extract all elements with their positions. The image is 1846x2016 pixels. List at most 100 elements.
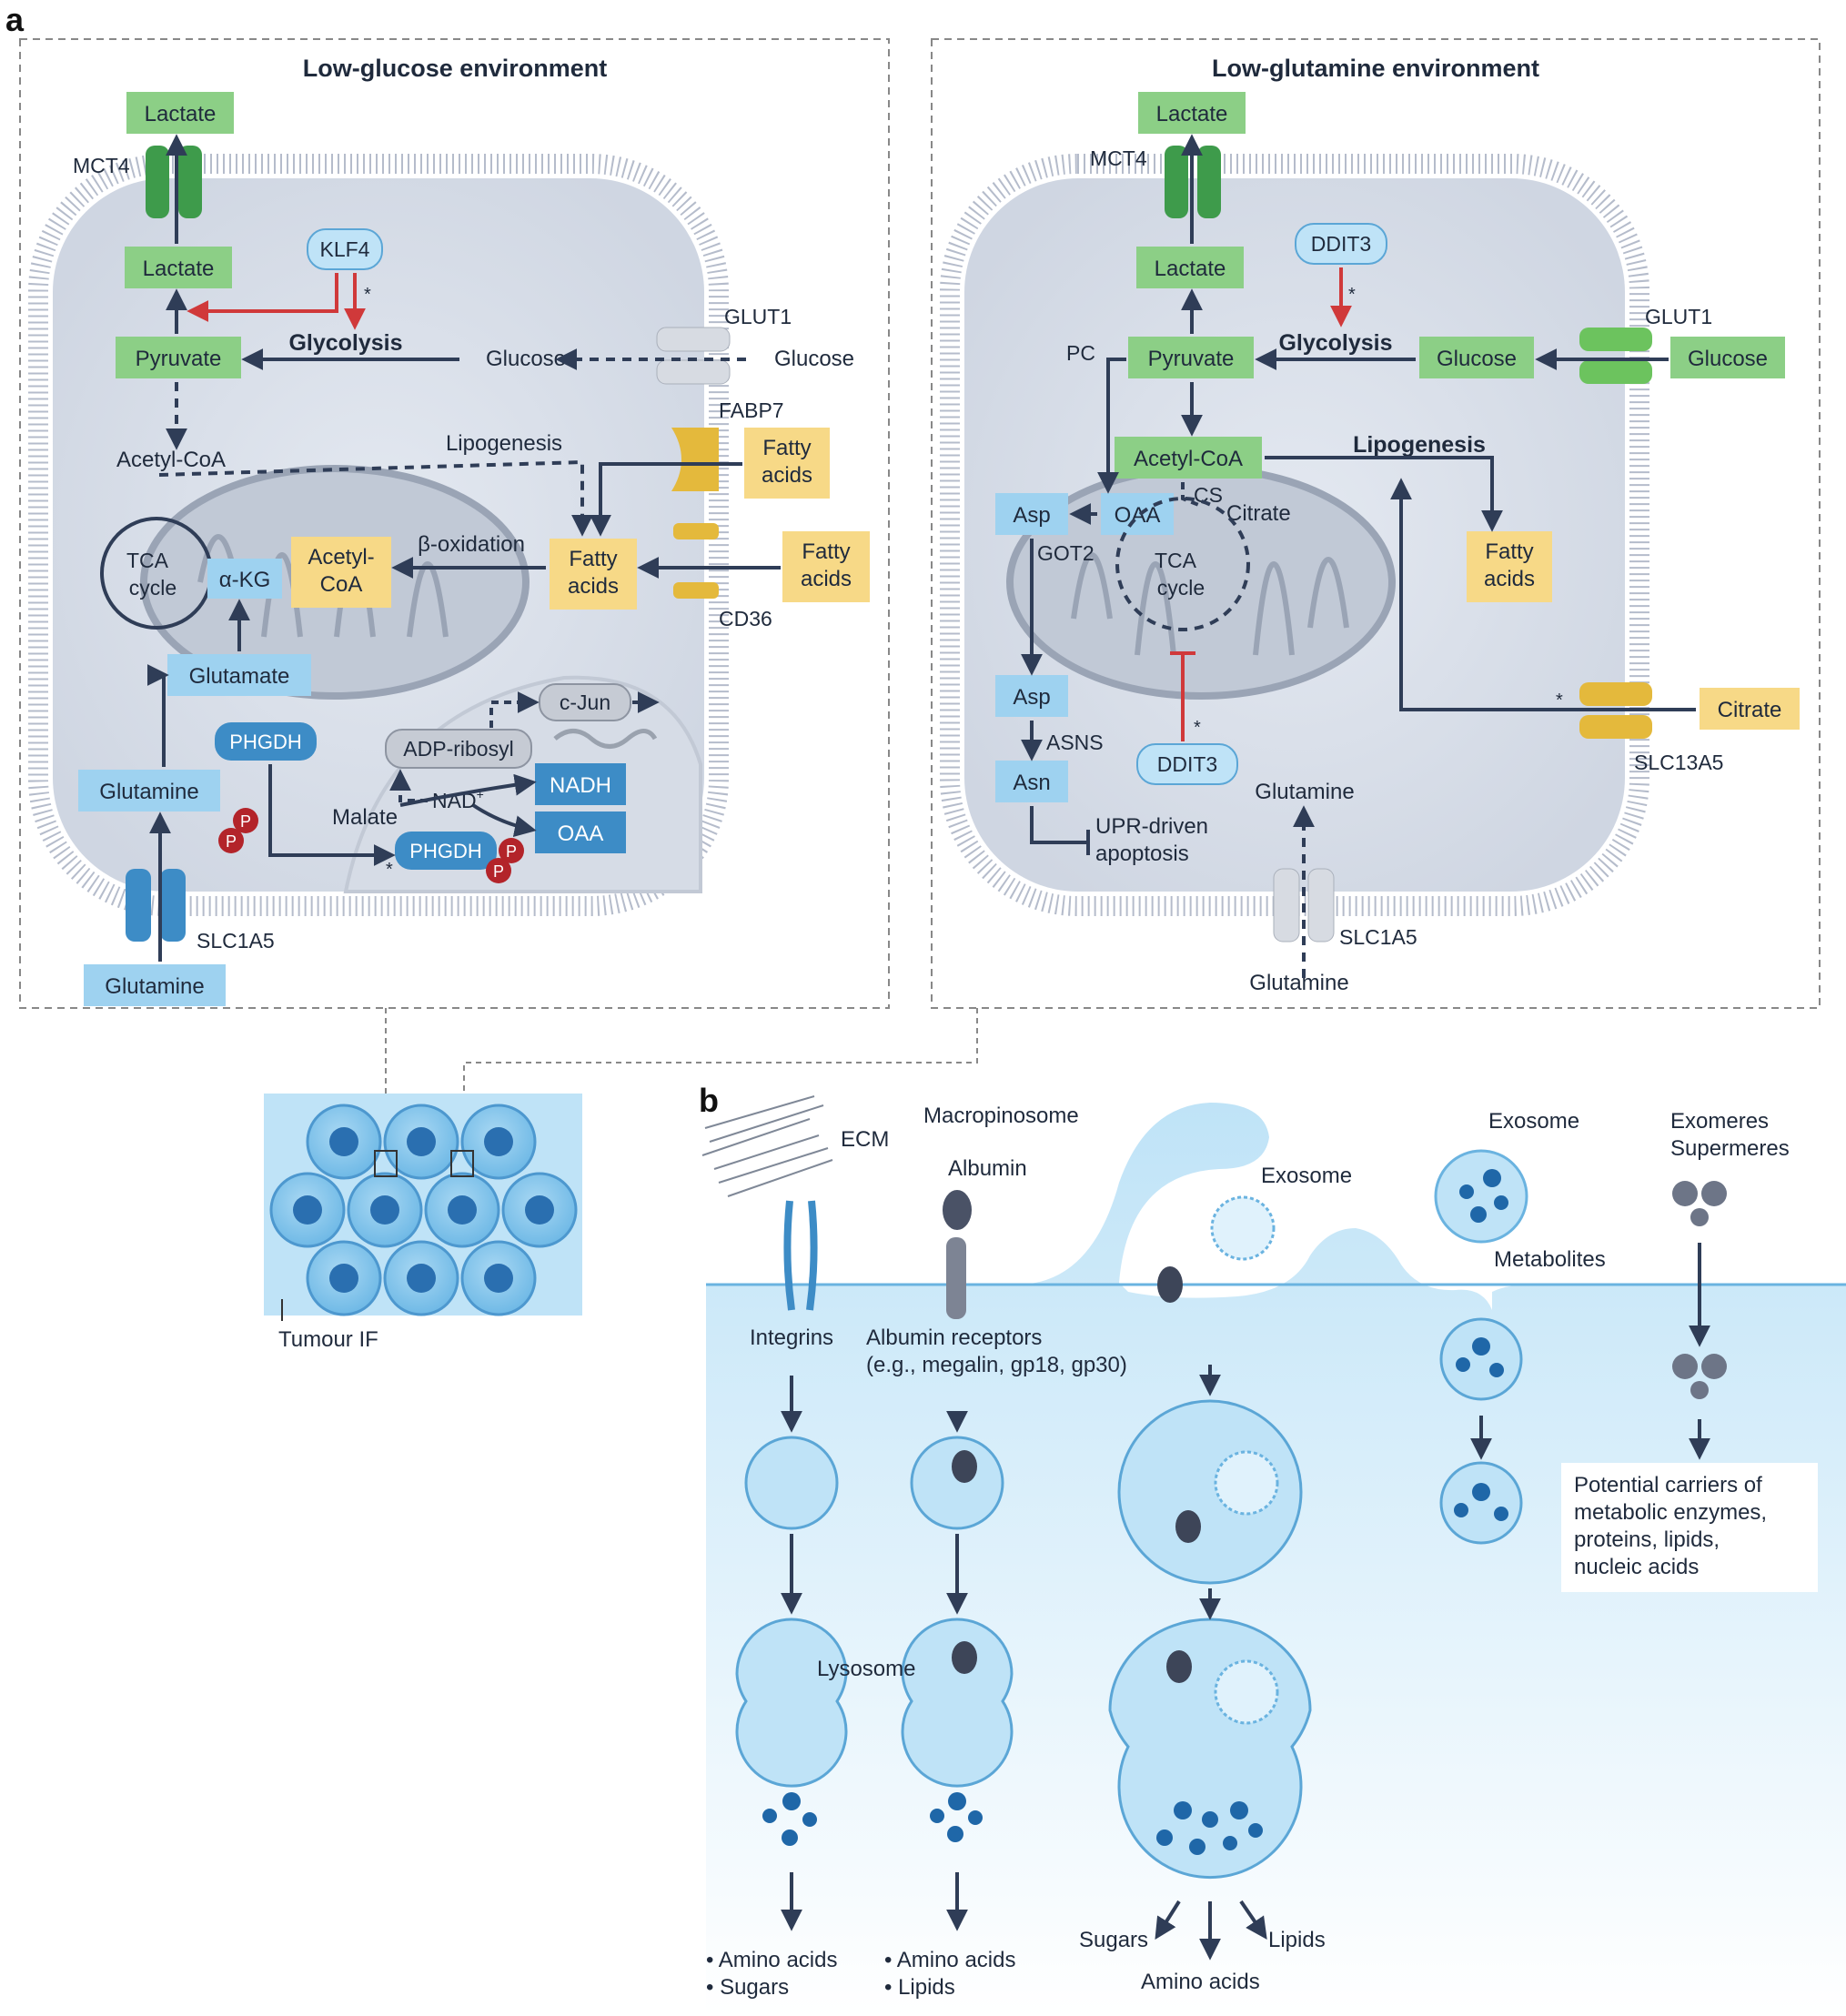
cd36-transporter	[673, 523, 719, 599]
asn-label: Asn	[1013, 771, 1050, 795]
macropinosome-label: Macropinosome	[923, 1104, 1079, 1128]
albumin-receptors-label: Albumin receptors(e.g., megalin, gp18, g…	[866, 1326, 1127, 1377]
right-asp-2: Asp	[1013, 685, 1050, 710]
left-acetyl-coa: Acetyl-CoA	[116, 448, 226, 472]
glut1-transporter	[656, 327, 731, 385]
right-slc1a5-transporter	[1273, 868, 1335, 942]
albumin-label: Albumin	[948, 1156, 1027, 1181]
ecm-fibres	[701, 1095, 833, 1197]
right-acetyl-coa: Acetyl-CoA	[1134, 447, 1243, 471]
right-lipogenesis-label: Lipogenesis	[1353, 432, 1486, 458]
left-lipogenesis-label: Lipogenesis	[446, 431, 562, 456]
left-glutamine-out: Glutamine	[105, 974, 204, 999]
left-glucose-out: Glucose	[774, 347, 854, 371]
fabp7-label: FABP7	[719, 398, 784, 422]
albumin-receptor	[943, 1190, 972, 1319]
tumour-if-label: Tumour IF	[278, 1327, 378, 1352]
malate-label: Malate	[332, 805, 398, 830]
right-glucose-out: Glucose	[1688, 347, 1768, 371]
left-lactate-in: Lactate	[143, 257, 215, 281]
right-mct4-transporter	[1165, 146, 1221, 218]
integrin-receptor	[783, 1200, 818, 1311]
left-pyruvate: Pyruvate	[136, 347, 222, 371]
right-glutamine-in: Glutamine	[1255, 780, 1354, 804]
left-asterisk-klf4: *	[364, 285, 371, 305]
right-glut1-transporter	[1579, 328, 1652, 384]
right-cell-membrane	[940, 154, 1649, 916]
low-glutamine-panel: Low-glutamine environment Lactate MCT4 D…	[931, 38, 1821, 1009]
right-citrate-out: Citrate	[1718, 698, 1782, 722]
c-jun-label: c-Jun	[560, 690, 610, 714]
right-glutamine-out: Glutamine	[1249, 971, 1348, 995]
left-alpha-kg: α-KG	[219, 568, 271, 592]
got2-label: GOT2	[1037, 541, 1094, 565]
left-mct4-label: MCT4	[73, 154, 130, 177]
left-oaa-label: OAA	[558, 822, 604, 846]
right-asterisk-3: *	[1194, 718, 1201, 738]
right-asterisk-2: *	[1556, 690, 1563, 711]
left-acetyl-coa-box: Acetyl-CoA	[308, 545, 374, 597]
phospho-p-2: P	[226, 832, 237, 851]
ddit3-top: DDIT3	[1311, 232, 1371, 256]
left-glycolysis-label: Glycolysis	[288, 330, 402, 356]
metabolites-label: Metabolites	[1494, 1247, 1606, 1272]
right-glut1-label: GLUT1	[1645, 305, 1712, 328]
right-oaa: OAA	[1115, 503, 1161, 528]
right-glucose-in: Glucose	[1437, 347, 1517, 371]
lipids-label: Lipids	[1268, 1928, 1326, 1952]
left-phgdh: PHGDH	[229, 731, 301, 753]
right-slc1a5-label: SLC1A5	[1339, 925, 1417, 949]
left-title: Low-glucose environment	[303, 55, 608, 82]
slc1a5-transporter	[126, 869, 186, 942]
right-pyruvate: Pyruvate	[1148, 347, 1235, 371]
beta-oxidation-label: β-oxidation	[418, 532, 525, 557]
tumour-tissue: Tumour IF	[264, 1094, 582, 1352]
left-glucose-in: Glucose	[486, 347, 566, 371]
phospho-p-3: P	[506, 842, 517, 861]
cd36-label: CD36	[719, 607, 772, 630]
right-citrate-in: Citrate	[1226, 501, 1291, 526]
phgdh-phospho: PHGDH	[409, 840, 481, 862]
panel-label-a: a	[5, 1, 25, 38]
slc13a5-label: SLC13A5	[1634, 751, 1723, 774]
exosome-label-2: Exosome	[1488, 1109, 1579, 1134]
left-lactate-out: Lactate	[145, 102, 217, 126]
left-slc1a5-label: SLC1A5	[197, 929, 275, 953]
ddit3-bottom: DDIT3	[1157, 752, 1217, 776]
right-lactate-out: Lactate	[1156, 102, 1228, 126]
ecm-label: ECM	[841, 1127, 889, 1152]
left-glut1-label: GLUT1	[724, 305, 792, 328]
right-mct4-label: MCT4	[1090, 146, 1147, 170]
panel-b: ECM Macropinosome Albumin Integrins Albu…	[701, 1095, 1846, 2016]
outputs-albumin: • Amino acids• Lipids	[884, 1948, 1015, 2000]
nadh-label: NADH	[550, 773, 611, 798]
slc13a5-transporter	[1579, 682, 1652, 739]
mct4-transporter	[146, 146, 202, 218]
low-glucose-panel: Low-glucose environment La	[19, 38, 890, 1009]
right-title: Low-glutamine environment	[1212, 55, 1539, 82]
right-glycolysis-label: Glycolysis	[1278, 330, 1392, 356]
adp-ribosyl-label: ADP-ribosyl	[403, 737, 513, 761]
panel-label-b: b	[699, 1082, 719, 1119]
phospho-p-4: P	[493, 862, 504, 881]
outputs-integrins: • Amino acids• Sugars	[706, 1948, 837, 2000]
plasma-membrane	[706, 1103, 1846, 2016]
lysosome-label: Lysosome	[817, 1657, 916, 1681]
left-asterisk-phgdh: *	[386, 860, 393, 880]
integrins-label: Integrins	[750, 1326, 833, 1350]
amino-acids-label: Amino acids	[1141, 1970, 1260, 1994]
klf4-label: KLF4	[320, 237, 370, 261]
pc-label: PC	[1066, 341, 1095, 365]
left-glutamate: Glutamate	[189, 664, 290, 689]
right-asterisk-1: *	[1348, 285, 1356, 305]
right-lactate-in: Lactate	[1155, 257, 1226, 281]
